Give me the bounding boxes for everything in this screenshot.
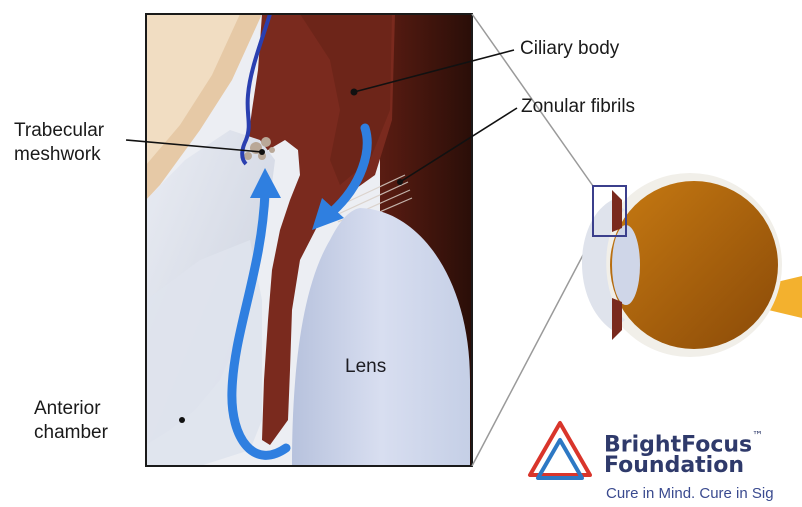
label-lens: Lens — [345, 356, 386, 378]
eyeball-illustration — [472, 14, 802, 466]
brightfocus-logo-icon — [530, 423, 590, 478]
label-anterior-line2: chamber — [34, 422, 108, 444]
logo-trademark: ™ — [752, 429, 763, 442]
logo-name-line2: Foundation — [604, 454, 744, 478]
label-trabecular-line1: Trabecular — [14, 120, 104, 142]
label-zonular-fibrils: Zonular fibrils — [521, 96, 635, 118]
label-ciliary-body: Ciliary body — [520, 38, 619, 60]
label-trabecular-line2: meshwork — [14, 144, 101, 166]
label-anterior-line1: Anterior — [34, 398, 101, 420]
inset-panel — [146, 14, 472, 466]
logo-tagline: Cure in Mind. Cure in Sig — [606, 485, 774, 503]
zoom-line-bottom — [472, 236, 593, 466]
